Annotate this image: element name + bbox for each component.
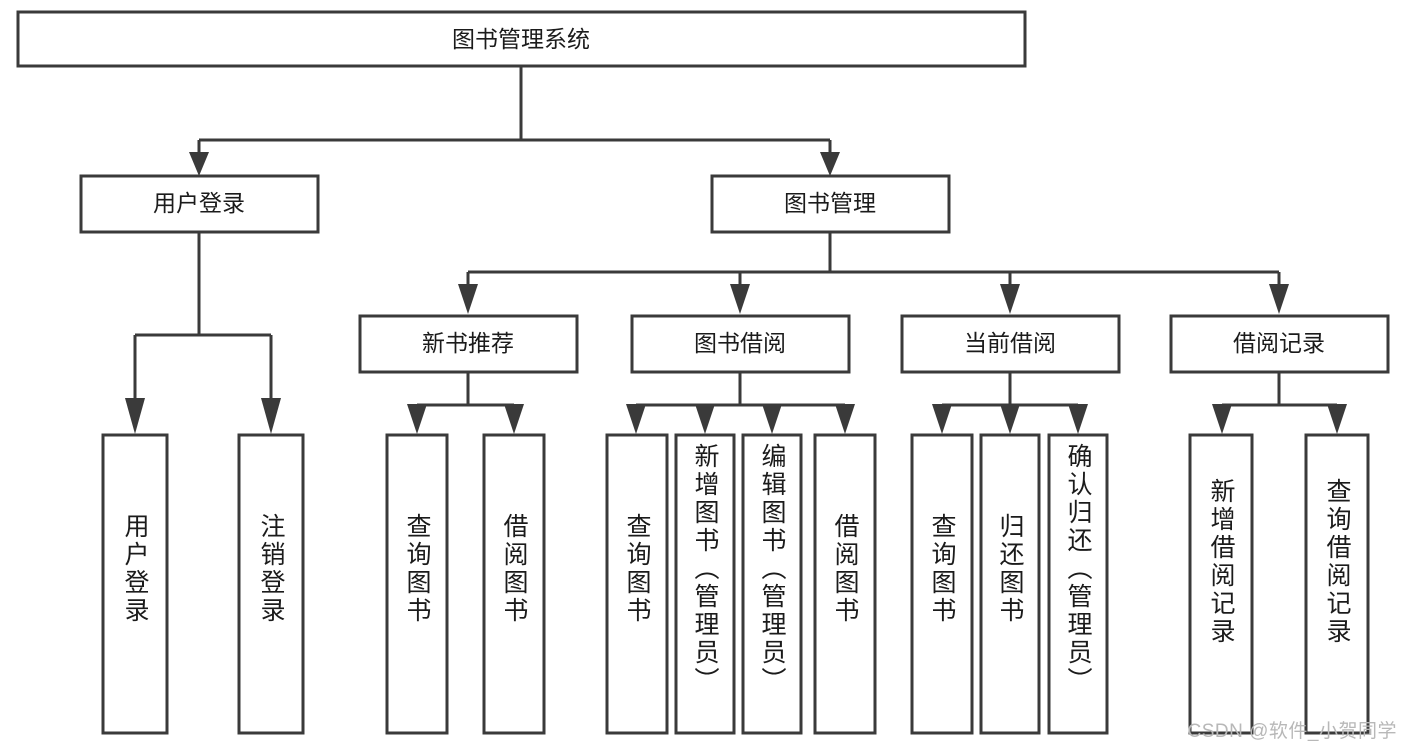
node-leaf-borrow-book-1-label: 借阅图书 — [500, 513, 529, 625]
node-new-book-recommend[interactable]: 新书推荐 — [358, 314, 579, 374]
arrow-to-borrow — [730, 284, 750, 314]
node-borrow-record-box[interactable] — [1169, 314, 1390, 374]
node-leaf-borrow-book-2[interactable]: 借阅图书 — [813, 433, 877, 735]
node-leaf-query-book-3-label: 查询图书 — [928, 513, 957, 625]
node-leaf-query-book-3-box[interactable] — [910, 433, 974, 735]
node-leaf-return-book-box[interactable] — [979, 433, 1041, 735]
node-root-box[interactable] — [16, 10, 1027, 68]
arrow-to-user-login — [189, 152, 209, 176]
node-book-borrow-label: 图书借阅 — [694, 330, 786, 356]
node-new-book-recommend-box[interactable] — [358, 314, 579, 374]
node-leaf-user-login-box[interactable] — [101, 433, 169, 735]
node-leaf-query-book-1[interactable]: 查询图书 — [385, 433, 449, 735]
node-current-borrow[interactable]: 当前借阅 — [900, 314, 1121, 374]
node-leaf-logout[interactable]: 注销登录 — [237, 433, 305, 735]
node-book-borrow-box[interactable] — [630, 314, 851, 374]
node-new-book-recommend-label: 新书推荐 — [422, 330, 514, 356]
node-current-borrow-label: 当前借阅 — [964, 330, 1056, 356]
node-leaf-user-login-label: 用户登录 — [121, 513, 150, 625]
node-leaf-return-book[interactable]: 归还图书 — [979, 433, 1041, 735]
node-leaf-add-book-box[interactable] — [674, 433, 736, 735]
node-leaf-return-book-label: 归还图书 — [996, 513, 1025, 625]
arrow-leaf-query-record — [1327, 404, 1347, 434]
node-leaf-add-record-label: 新增借阅记录 — [1207, 478, 1236, 646]
node-leaf-user-login[interactable]: 用户登录 — [101, 433, 169, 735]
arrow-leaf-user-login — [125, 398, 145, 434]
node-leaf-logout-label: 注销登录 — [257, 513, 286, 625]
node-leaf-add-book[interactable]: 新增图书（管理员） — [674, 433, 736, 735]
node-leaf-add-record[interactable]: 新增借阅记录 — [1188, 433, 1254, 735]
arrow-leaf-query-book-2 — [626, 404, 646, 434]
node-user-login-box[interactable] — [79, 174, 320, 234]
node-leaf-query-record-box[interactable] — [1304, 433, 1370, 735]
arrow-to-book-mgmt — [820, 152, 840, 176]
node-leaf-borrow-book-2-box[interactable] — [813, 433, 877, 735]
node-leaf-edit-book-box[interactable] — [741, 433, 803, 735]
node-leaf-borrow-book-1-box[interactable] — [482, 433, 546, 735]
arrow-leaf-add-record — [1212, 404, 1232, 434]
arrow-leaf-borrow-book-2 — [835, 404, 855, 434]
node-leaf-borrow-book-1[interactable]: 借阅图书 — [482, 433, 546, 735]
arrow-leaf-edit-book — [762, 404, 782, 434]
node-book-management-label: 图书管理 — [784, 190, 876, 216]
node-leaf-add-book-label: 新增图书（管理员） — [691, 443, 720, 695]
node-leaf-query-record-label: 查询借阅记录 — [1323, 478, 1352, 646]
node-leaf-confirm-return-label: 确认归还（管理员） — [1064, 443, 1093, 695]
node-current-borrow-box[interactable] — [900, 314, 1121, 374]
node-root[interactable]: 图书管理系统 — [16, 10, 1027, 68]
arrow-leaf-query-book-1 — [407, 404, 427, 434]
arrow-leaf-query-book-3 — [932, 404, 952, 434]
node-leaf-query-book-3[interactable]: 查询图书 — [910, 433, 974, 735]
node-leaf-query-book-2-box[interactable] — [605, 433, 669, 735]
node-leaf-query-book-2-label: 查询图书 — [623, 513, 652, 625]
node-user-login-label: 用户登录 — [153, 190, 245, 216]
node-leaf-query-book-1-label: 查询图书 — [403, 513, 432, 625]
node-leaf-confirm-return[interactable]: 确认归还（管理员） — [1047, 433, 1109, 735]
arrow-leaf-borrow-book-1 — [504, 404, 524, 434]
arrow-to-new-book — [458, 284, 478, 314]
node-leaf-confirm-return-box[interactable] — [1047, 433, 1109, 735]
node-leaf-query-book-2[interactable]: 查询图书 — [605, 433, 669, 735]
node-borrow-record[interactable]: 借阅记录 — [1169, 314, 1390, 374]
arrow-to-borrow-record — [1269, 284, 1289, 314]
node-leaf-query-book-1-box[interactable] — [385, 433, 449, 735]
node-leaf-add-record-box[interactable] — [1188, 433, 1254, 735]
arrow-leaf-confirm-return — [1068, 404, 1088, 434]
node-book-management[interactable]: 图书管理 — [710, 174, 951, 234]
arrow-to-current-borrow — [1000, 284, 1020, 314]
arrow-leaf-logout — [261, 398, 281, 434]
node-root-label: 图书管理系统 — [452, 26, 590, 52]
arrow-leaf-return-book — [1000, 404, 1020, 434]
node-book-management-box[interactable] — [710, 174, 951, 234]
node-book-borrow[interactable]: 图书借阅 — [630, 314, 851, 374]
node-user-login[interactable]: 用户登录 — [79, 174, 320, 234]
node-leaf-edit-book[interactable]: 编辑图书（管理员） — [741, 433, 803, 735]
node-leaf-borrow-book-2-label: 借阅图书 — [831, 513, 860, 625]
node-leaf-query-record[interactable]: 查询借阅记录 — [1304, 433, 1370, 735]
connector-layer — [125, 66, 1347, 434]
node-leaf-logout-box[interactable] — [237, 433, 305, 735]
node-borrow-record-label: 借阅记录 — [1233, 330, 1325, 356]
node-leaf-edit-book-label: 编辑图书（管理员） — [758, 443, 787, 695]
arrow-leaf-add-book — [695, 404, 715, 434]
